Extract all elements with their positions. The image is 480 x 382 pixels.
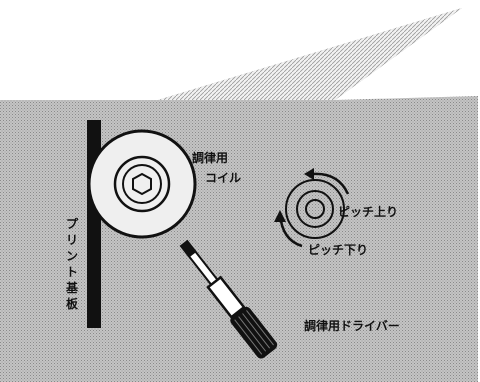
rotation-arrow-icon xyxy=(274,168,350,248)
background-panel xyxy=(0,8,478,382)
driver-label: 調律用ドライバー xyxy=(304,318,400,333)
coil-label-line2: コイル xyxy=(205,171,241,185)
board-label-text: プリント基板 xyxy=(65,216,79,311)
pitch-down-label: ピッチ下り xyxy=(308,243,368,257)
magnify-beam xyxy=(158,8,462,100)
coil-icon xyxy=(87,129,197,239)
board-label: プリント基板 xyxy=(65,216,79,311)
coil-label-line1: 調律用 xyxy=(192,150,228,165)
pitch-up-label: ピッチ上り xyxy=(338,204,398,219)
screwdriver-icon xyxy=(179,239,278,359)
